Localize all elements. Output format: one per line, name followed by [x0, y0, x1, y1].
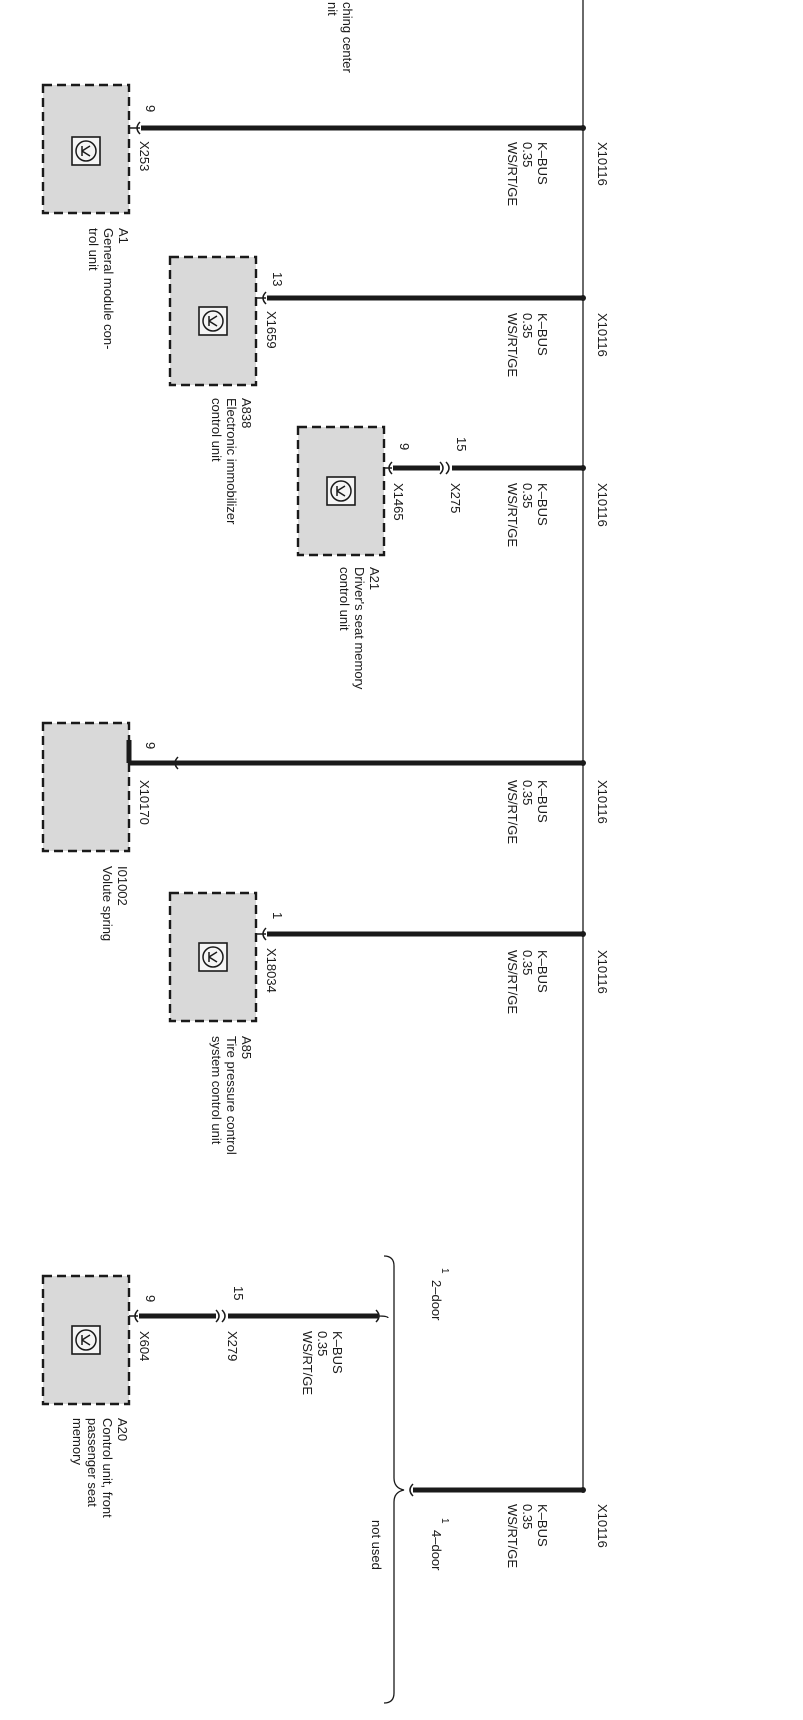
bus-signal-a1: K–BUS — [535, 142, 550, 185]
bus-color-a1: WS/RT/GE — [505, 142, 520, 206]
bus-color-4door: WS/RT/GE — [505, 1504, 520, 1568]
module-name-a20-3: memory — [70, 1418, 85, 1465]
top-clipped-label: ching center nit — [325, 2, 355, 73]
splice-a838: X10116 — [595, 313, 610, 357]
pin-a1: 9 — [143, 105, 158, 112]
bus-color-a85: WS/RT/GE — [505, 950, 520, 1014]
module-name-a1-2: trol unit — [86, 228, 101, 271]
variant-4door-marker: 1 — [439, 1518, 450, 1524]
bus-color-i01002: WS/RT/GE — [505, 780, 520, 844]
splice-i01002: X10116 — [595, 780, 610, 824]
module-name-a838-1: Electronic immobilizer — [224, 398, 239, 525]
module-a85: 1 X18034 A85 Tire pressure control syste… — [168, 891, 610, 1155]
pin-i01002: 9 — [143, 742, 158, 749]
inline-pin-a20: 15 — [231, 1286, 246, 1300]
module-code-i01002: I01002 — [115, 866, 130, 906]
variant-2door-marker: 1 — [439, 1268, 450, 1274]
pin-a838: 13 — [270, 272, 285, 286]
bus-size-a838: 0.35 — [520, 313, 535, 338]
control-unit-icon — [198, 306, 228, 336]
bus-color-a838: WS/RT/GE — [505, 313, 520, 377]
module-a1: 9 X253 A1 General module con- trol unit … — [41, 83, 610, 349]
module-a838: 13 X1659 A838 Electronic immobilizer con… — [168, 255, 610, 525]
connector-a1: X253 — [137, 141, 152, 171]
splice-a85: X10116 — [595, 950, 610, 994]
module-code-a85: A85 — [239, 1036, 254, 1059]
module-code-a1: A1 — [116, 228, 131, 244]
module-name-a20-2: passenger seat — [85, 1418, 100, 1507]
module-name-a838-2: control unit — [209, 398, 224, 462]
control-unit-icon — [71, 1325, 101, 1355]
module-name-a85-1: Tire pressure control — [224, 1036, 239, 1155]
pin-a21: 9 — [397, 443, 412, 450]
pin-a20: 9 — [143, 1295, 158, 1302]
variant-4door-label: 4–door — [429, 1530, 444, 1571]
inline-pin-a21: 15 — [454, 437, 469, 451]
splice-a1: X10116 — [595, 142, 610, 186]
splice-4door: X10116 — [595, 1504, 610, 1548]
bus-size-4door: 0.35 — [520, 1504, 535, 1529]
cut-label-line2: nit — [325, 2, 340, 16]
connector-a85: X18034 — [264, 948, 279, 993]
module-a21: 9 X1465 15 X275 A21 Driver's seat memory… — [296, 425, 610, 690]
connector-a21: X1465 — [391, 483, 406, 521]
module-a838-box — [168, 255, 258, 387]
splice-a21: X10116 — [595, 483, 610, 527]
variant-2door-label: 2–door — [429, 1280, 444, 1321]
bus-size-a85: 0.35 — [520, 950, 535, 975]
module-code-a21: A21 — [367, 567, 382, 590]
bus-signal-a20: K–BUS — [330, 1331, 345, 1374]
module-name-a21-1: Driver's seat memory — [352, 567, 367, 690]
connector-a838: X1659 — [264, 311, 279, 349]
bus-signal-i01002: K–BUS — [535, 780, 550, 823]
module-i01002-box — [41, 721, 131, 853]
bus-size-a1: 0.35 — [520, 142, 535, 167]
pin-a85: 1 — [270, 912, 285, 919]
variant-not-used-note: not used — [369, 1520, 384, 1570]
connector-i01002: X10170 — [137, 780, 152, 825]
module-name-a85-2: system control unit — [209, 1036, 224, 1145]
bus-size-a20: 0.35 — [315, 1331, 330, 1356]
bus-signal-a21: K–BUS — [535, 483, 550, 526]
control-unit-icon — [326, 476, 356, 506]
module-name-i01002-1: Volute spring — [100, 866, 115, 941]
inline-connector-a20: X279 — [225, 1331, 240, 1361]
bus-signal-4door: K–BUS — [535, 1504, 550, 1547]
module-name-a20-1: Control unit, front — [100, 1418, 115, 1518]
module-code-a20: A20 — [115, 1418, 130, 1441]
module-a20: 9 X604 15 X279 A20 Control unit, front p… — [41, 1274, 380, 1518]
inline-connector-a21: X275 — [448, 483, 463, 513]
bus-signal-a838: K–BUS — [535, 313, 550, 356]
control-unit-icon — [71, 136, 101, 166]
connector-a20: X604 — [137, 1331, 152, 1361]
control-unit-icon — [198, 942, 228, 972]
bus-size-a21: 0.35 — [520, 483, 535, 508]
bus-color-a20: WS/RT/GE — [300, 1331, 315, 1395]
module-name-a1-1: General module con- — [101, 228, 116, 349]
bus-color-a21: WS/RT/GE — [505, 483, 520, 547]
variant-bracket: 2–door 1 4–door 1 not used — [369, 1255, 450, 1704]
module-i01002: 9 X10170 I01002 Volute spring K–BUS 0.35… — [41, 721, 610, 941]
four-door-branch: K–BUS 0.35 WS/RT/GE X10116 — [409, 1483, 610, 1568]
cut-label-line1: ching center — [340, 2, 355, 73]
bus-signal-a85: K–BUS — [535, 950, 550, 993]
module-name-a21-2: control unit — [337, 567, 352, 631]
module-code-a838: A838 — [239, 398, 254, 428]
bus-size-i01002: 0.35 — [520, 780, 535, 805]
